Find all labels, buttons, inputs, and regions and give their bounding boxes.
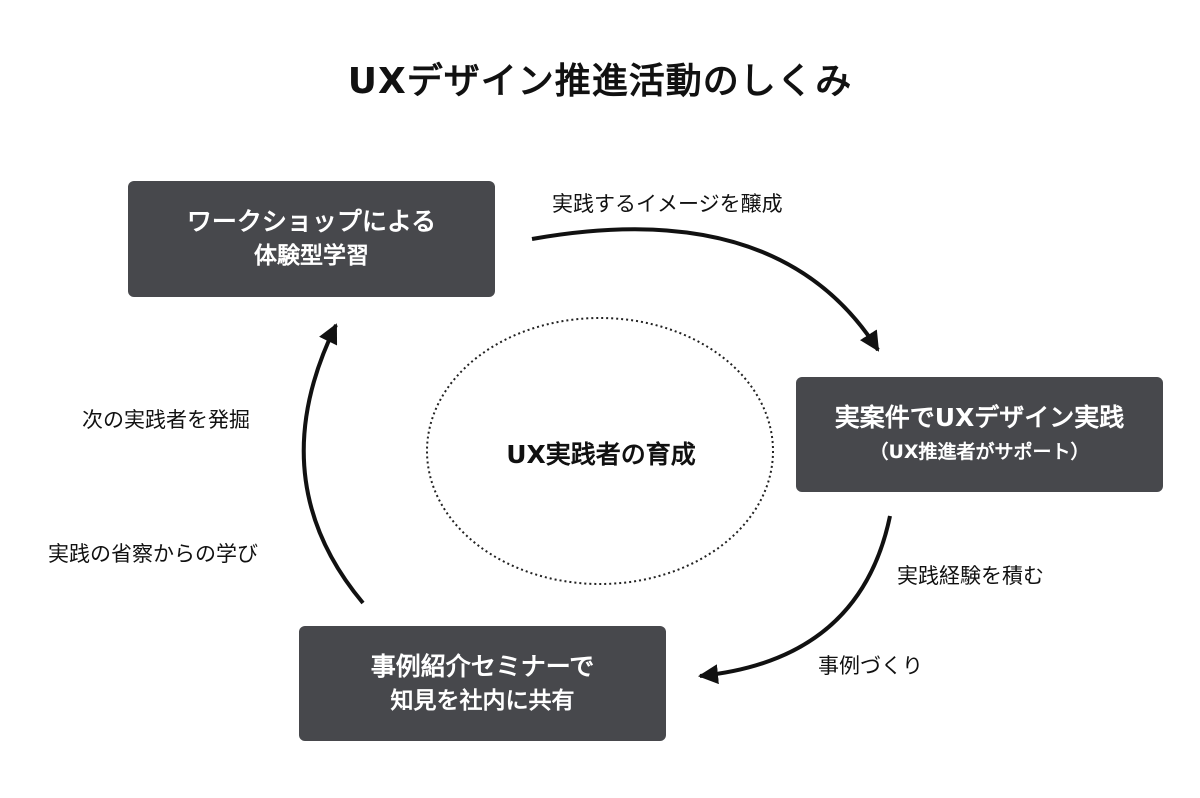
center-label: UX実践者の育成 xyxy=(506,440,696,469)
label-learn-reflection: 実践の省察からの学び xyxy=(48,542,258,566)
arrow-project-to-seminar xyxy=(698,515,892,685)
project-box-line2: （UX推進者がサポート） xyxy=(869,440,1090,463)
workshop-box-line2: 体験型学習 xyxy=(254,243,369,269)
label-case-making: 事例づくり xyxy=(818,654,923,678)
seminar-box: 事例紹介セミナーで 知見を社内に共有 xyxy=(299,626,666,741)
label-find-next: 次の実践者を発掘 xyxy=(82,408,250,432)
workshop-box: ワークショップによる 体験型学習 xyxy=(128,181,495,297)
center-ellipse xyxy=(426,317,774,585)
workshop-box-line1: ワークショップによる xyxy=(186,207,437,236)
arrow-seminar-to-workshop xyxy=(301,323,365,605)
project-box: 実案件でUXデザイン実践 （UX推進者がサポート） xyxy=(796,377,1163,492)
arrow-workshop-to-project xyxy=(531,227,880,352)
label-foster-image: 実践するイメージを醸成 xyxy=(552,192,783,216)
seminar-box-line2: 知見を社内に共有 xyxy=(390,687,575,714)
label-gain-experience: 実践経験を積む xyxy=(897,564,1044,588)
seminar-box-line1: 事例紹介セミナーで xyxy=(370,651,595,681)
diagram-title: UXデザイン推進活動のしくみ xyxy=(347,61,853,102)
project-box-line1: 実案件でUXデザイン実践 xyxy=(834,402,1125,432)
